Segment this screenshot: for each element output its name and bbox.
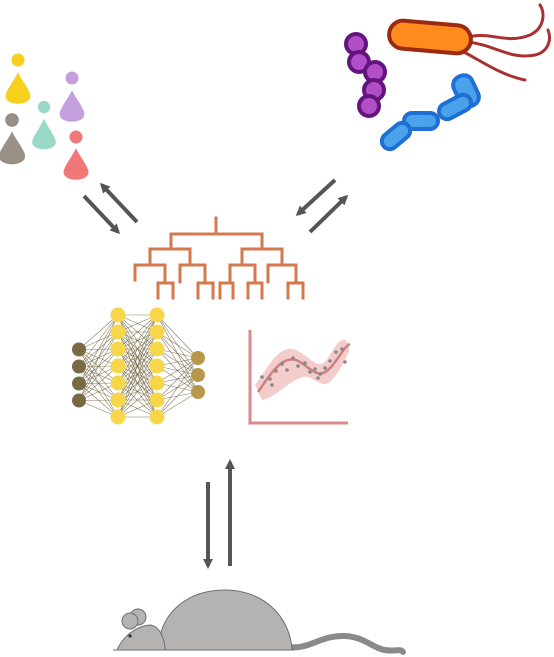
arrow-to-people xyxy=(99,182,139,224)
mouse-head xyxy=(116,624,166,651)
nn-node xyxy=(191,385,205,399)
nn-node xyxy=(110,375,126,391)
nn-edge xyxy=(117,348,158,418)
plot-point xyxy=(328,359,332,363)
confidence-band xyxy=(255,339,349,400)
orange-rod-bacterium xyxy=(387,3,551,82)
nn-node xyxy=(110,307,126,323)
mouse-tail xyxy=(285,632,406,655)
nn-node xyxy=(110,409,126,425)
nn-edges xyxy=(78,314,199,418)
nn-node xyxy=(72,393,86,408)
plot-point xyxy=(303,361,307,365)
nn-node xyxy=(149,358,165,374)
nn-node xyxy=(110,392,126,408)
nn-node xyxy=(72,342,86,357)
plot-point xyxy=(318,372,322,376)
plot-point xyxy=(270,383,274,387)
nn-nodes xyxy=(72,307,205,425)
plot-point xyxy=(334,350,338,354)
plot-point xyxy=(285,368,289,372)
plot-point xyxy=(343,360,347,364)
nn-edge xyxy=(117,382,158,418)
plot-points xyxy=(260,347,347,387)
person-droplet xyxy=(62,129,90,181)
nn-edge xyxy=(78,365,119,401)
nn-node xyxy=(72,376,86,391)
plot-point xyxy=(280,362,284,366)
nn-edge xyxy=(78,331,119,401)
nn-node xyxy=(149,341,165,357)
fit-line xyxy=(256,342,351,393)
nn-edge xyxy=(78,314,119,350)
nn-node xyxy=(191,368,205,382)
nn-edge xyxy=(156,331,199,359)
microbes-tree-arrows xyxy=(295,178,349,234)
person-droplet xyxy=(4,52,32,105)
mouse-icon xyxy=(113,589,406,655)
nn-edge xyxy=(156,357,199,384)
person-droplet xyxy=(0,112,27,166)
nn-node xyxy=(72,359,86,374)
people-tree-arrows xyxy=(82,182,139,235)
plot-point xyxy=(316,376,320,380)
plot-point xyxy=(291,356,295,360)
nn-edge xyxy=(117,314,158,367)
plot-point xyxy=(268,377,272,381)
regression-plot-icon xyxy=(248,330,351,425)
dendrogram-icon xyxy=(133,216,305,300)
nn-edge xyxy=(117,314,158,350)
nn-edge xyxy=(117,365,158,418)
nn-edge xyxy=(156,357,199,401)
arrow-to-tree-right xyxy=(295,178,337,217)
mouse-eye xyxy=(128,634,132,638)
arrow-to-tree-left xyxy=(82,194,121,235)
bacteria-icon xyxy=(344,3,551,152)
nn-node xyxy=(110,358,126,374)
nn-node xyxy=(149,409,165,425)
arrow-to-microbes xyxy=(308,194,349,234)
people-droplet-icon xyxy=(0,52,90,181)
plot-point xyxy=(313,367,317,371)
blue-chain-bacterium xyxy=(379,73,481,152)
plot-point xyxy=(340,347,344,351)
plot-axes xyxy=(248,330,348,425)
nn-node xyxy=(191,351,205,365)
mouse-ear-front xyxy=(121,612,139,630)
plot-point xyxy=(308,370,312,374)
nn-node xyxy=(110,341,126,357)
mouse-body xyxy=(157,589,293,651)
nn-edge xyxy=(117,314,158,384)
nn-node xyxy=(149,324,165,340)
nn-edge xyxy=(78,348,119,401)
nn-node xyxy=(149,392,165,408)
nn-edge xyxy=(156,374,199,418)
plot-point xyxy=(274,369,278,373)
nn-node xyxy=(149,307,165,323)
person-droplet xyxy=(58,70,86,123)
model-mouse-arrows xyxy=(203,459,235,569)
plot-point xyxy=(323,366,327,370)
nn-node xyxy=(110,324,126,340)
nn-edge xyxy=(156,314,199,359)
plot-point xyxy=(260,375,264,379)
nn-edge xyxy=(78,314,119,384)
neural-network-icon xyxy=(72,307,205,425)
nn-node xyxy=(149,375,165,391)
person-droplet xyxy=(31,99,57,151)
nn-edge xyxy=(78,314,119,367)
purple-cocci-bacterium xyxy=(344,32,387,118)
nn-edge xyxy=(156,391,199,418)
plot-point xyxy=(296,364,300,368)
nn-edge xyxy=(156,357,199,418)
